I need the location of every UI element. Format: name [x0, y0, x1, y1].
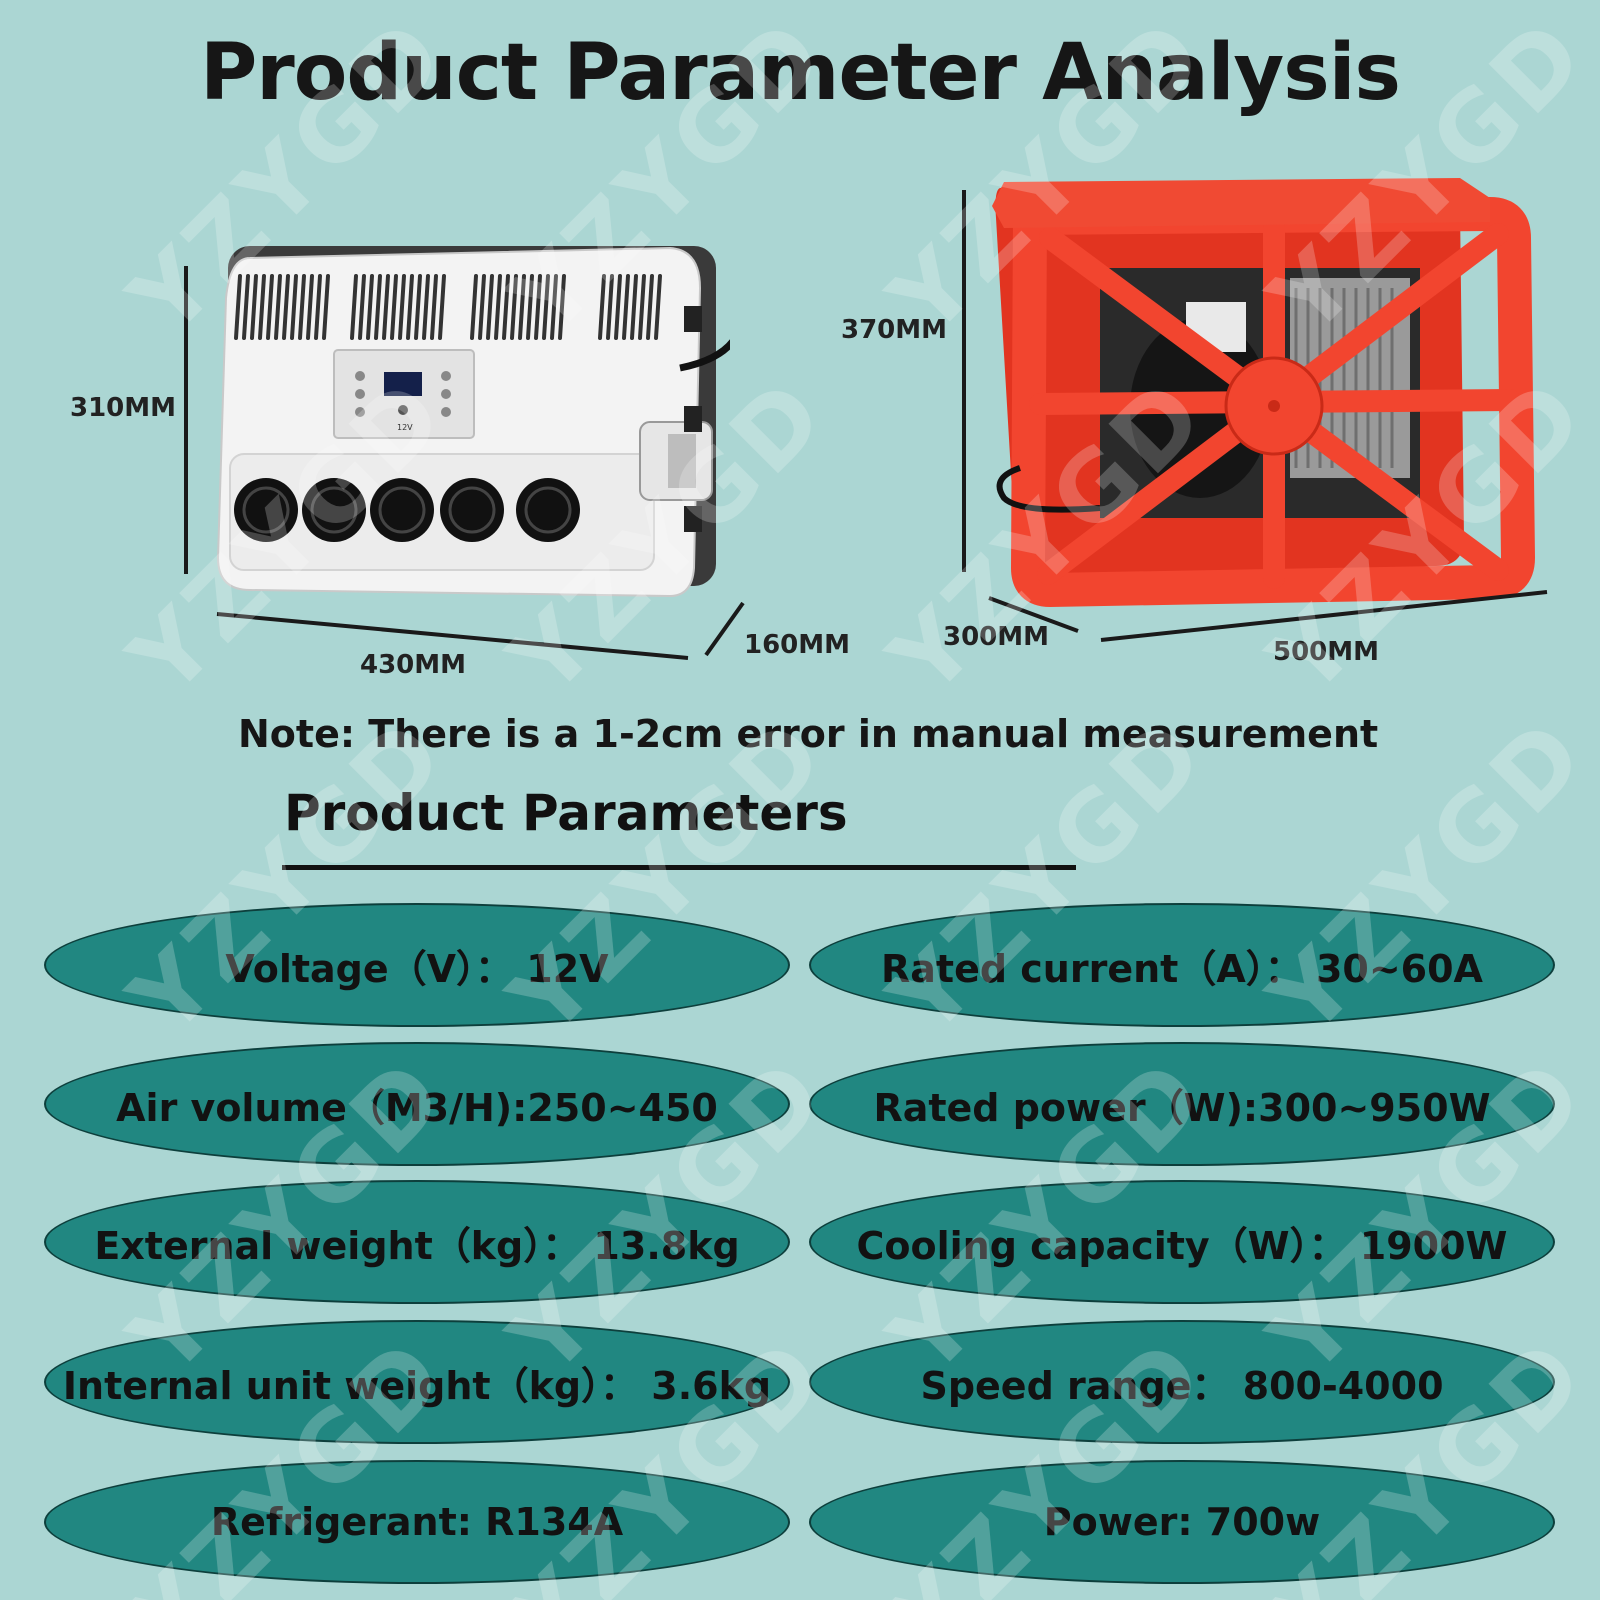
vent-slot	[526, 274, 534, 340]
param-voltage: Voltage（V）： 12V	[44, 903, 790, 1027]
dimension-lines	[184, 190, 1548, 660]
outdoor-unit-image	[992, 178, 1536, 608]
param-air-volume: Air volume（M3/H):250~450	[44, 1042, 790, 1166]
vent-slot	[510, 274, 518, 340]
vent-slot	[614, 274, 622, 340]
air-outlet-ring	[242, 486, 290, 534]
indoor-depth-label: 160MM	[744, 630, 851, 660]
air-outlet-ring	[310, 486, 358, 534]
vent-slot	[242, 274, 250, 340]
vent-slot	[518, 274, 526, 340]
vent-slot	[502, 274, 510, 340]
heading-underline	[282, 865, 1076, 870]
vent-slot	[282, 274, 290, 340]
vent-slot	[314, 274, 322, 340]
vent-slot	[486, 274, 494, 340]
vent-slot	[622, 274, 630, 340]
vent-slot	[598, 274, 606, 340]
vent-slot	[422, 274, 430, 340]
vent-slot	[250, 274, 258, 340]
air-outlet-ring	[448, 486, 496, 534]
param-rated-power: Rated power（W):300~950W	[809, 1042, 1555, 1166]
measurement-note: Note: There is a 1-2cm error in manual m…	[238, 712, 1379, 756]
vent-slot	[358, 274, 366, 340]
indoor-width-label: 430MM	[360, 650, 467, 680]
outdoor-depth-label: 300MM	[943, 622, 1050, 652]
param-power: Power: 700w	[809, 1460, 1555, 1584]
vent-slot	[630, 274, 638, 340]
vent-slot	[382, 274, 390, 340]
param-external-weight: External weight（kg）： 13.8kg	[44, 1180, 790, 1304]
indoor-unit-image: 12V	[216, 246, 730, 598]
page-title: Product Parameter Analysis	[200, 28, 1401, 118]
vent-slot	[366, 274, 374, 340]
vent-slot	[430, 274, 438, 340]
vent-slot	[298, 274, 306, 340]
vent-slot	[646, 274, 654, 340]
vent-slot	[494, 274, 502, 340]
vent-slot	[398, 274, 406, 340]
parameters-heading: Product Parameters	[284, 784, 848, 842]
vent-slot	[306, 274, 314, 340]
vent-slot	[470, 274, 478, 340]
vent-slot	[322, 274, 330, 340]
param-speed-range: Speed range： 800-4000	[809, 1320, 1555, 1444]
vent-slot	[374, 274, 382, 340]
air-outlet-ring	[524, 486, 572, 534]
outdoor-height-label: 370MM	[841, 315, 948, 345]
vent-slot	[234, 274, 242, 340]
vent-slot	[266, 274, 274, 340]
vent-slot	[290, 274, 298, 340]
param-refrigerant: Refrigerant: R134A	[44, 1460, 790, 1584]
air-outlet-ring	[378, 486, 426, 534]
vent-slot	[550, 274, 558, 340]
vent-slot	[350, 274, 358, 340]
vent-slot	[534, 274, 542, 340]
panel-voltage-label: 12V	[397, 423, 413, 432]
vent-slot	[438, 274, 446, 340]
vent-slot	[406, 274, 414, 340]
vent-slot	[258, 274, 266, 340]
param-internal-weight: Internal unit weight（kg）： 3.6kg	[44, 1320, 790, 1444]
indoor-height-label: 310MM	[70, 393, 177, 423]
vent-slot	[558, 274, 566, 340]
param-cooling-capacity: Cooling capacity（W）： 1900W	[809, 1180, 1555, 1304]
vent-slot	[542, 274, 550, 340]
vent-slot	[606, 274, 614, 340]
vent-slot	[274, 274, 282, 340]
param-rated-current: Rated current（A）： 30~60A	[809, 903, 1555, 1027]
vent-slot	[638, 274, 646, 340]
vent-slot	[654, 274, 662, 340]
vent-slot	[390, 274, 398, 340]
vent-slot	[414, 274, 422, 340]
outdoor-width-label: 500MM	[1273, 637, 1380, 667]
vent-slot	[478, 274, 486, 340]
